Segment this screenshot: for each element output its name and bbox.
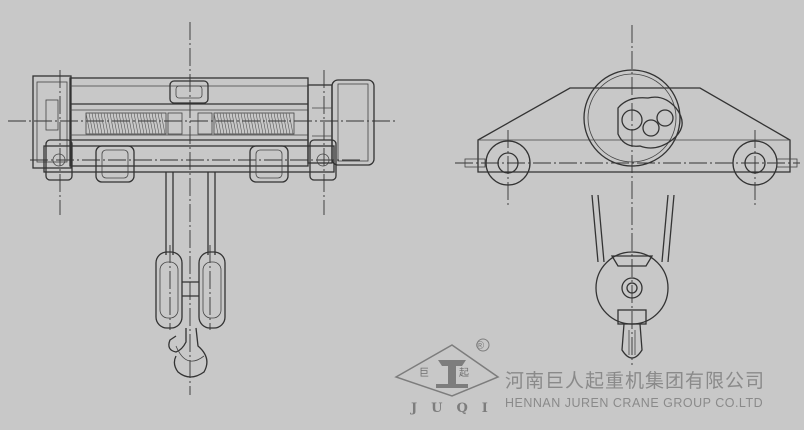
registered-mark: ® [476, 340, 485, 352]
drum-hatch-line [136, 112, 142, 135]
company-name-chinese: 河南巨人起重机集团有限公司 [505, 370, 766, 392]
drum-hatch-line [279, 112, 285, 135]
logo-char-right: 起 [459, 368, 469, 379]
drum-hatch-line [115, 112, 121, 135]
drum-hatch-line [267, 112, 273, 135]
drum-hatch-line [288, 112, 294, 135]
hoist-side-view [8, 22, 395, 395]
drum-hatch-line [97, 112, 103, 135]
drum-hatch-line [243, 112, 249, 135]
drum-hatch-line [148, 112, 154, 135]
drum-hatch-line [88, 112, 94, 135]
drum-hatch-line [139, 112, 145, 135]
logo-char-left: 巨 [419, 368, 429, 379]
drum-hatch-line [112, 112, 118, 135]
drum-hatch-line [219, 112, 225, 135]
drum-hatch-line [249, 112, 255, 135]
drum-hatch-line [228, 112, 234, 135]
drum-hatch-line [258, 112, 264, 135]
drum-hatch-line [222, 112, 228, 135]
drum-hatch-line [270, 112, 276, 135]
drum-hatch-line [121, 112, 127, 135]
drum-hatch-line [130, 112, 136, 135]
drum-hatch-line [252, 112, 258, 135]
drum-hatch-line [240, 112, 246, 135]
drum-hatch-line [151, 112, 157, 135]
drum-hatch-line [237, 112, 243, 135]
drum-hatch-line [234, 112, 240, 135]
drum-hatch-line [118, 112, 124, 135]
drum-hatch-line [91, 112, 97, 135]
drum-hatch-line [231, 112, 237, 135]
drum-hatch-line [94, 112, 100, 135]
drum-hatch-line [285, 112, 291, 135]
drum-hatch-line [145, 112, 151, 135]
drum-hatch-line [273, 112, 279, 135]
company-name-english: HENNAN JUREN CRANE GROUP CO.LTD [505, 396, 764, 410]
drum-hatch-line [154, 112, 160, 135]
drum-hatch-line [100, 112, 106, 135]
drum-hatch-line [282, 112, 288, 135]
drum-hatch-line [264, 112, 270, 135]
drum-hatch-line [213, 112, 219, 135]
drum-hatch-line [255, 112, 261, 135]
drum-hatch-line [127, 112, 133, 135]
drum-hatch-line [85, 112, 91, 135]
drum-hatch-line [261, 112, 267, 135]
hoist-front-view [455, 25, 800, 365]
drum-hatch-line [106, 112, 112, 135]
drum-hatch-line [225, 112, 231, 135]
drum-hatch-line [124, 112, 130, 135]
brand-name: JUQI [411, 401, 502, 416]
drum-hatch-line [276, 112, 282, 135]
drum-hatch-line [246, 112, 252, 135]
drum-hatch-line [160, 112, 166, 135]
company-logo [394, 338, 500, 397]
drum-hatch-line [142, 112, 148, 135]
drum-hatch-line [157, 112, 163, 135]
drum-hatch-line [109, 112, 115, 135]
drum-hatch-line [133, 112, 139, 135]
drum-hatch-line [103, 112, 109, 135]
drum-hatch-line [216, 112, 222, 135]
